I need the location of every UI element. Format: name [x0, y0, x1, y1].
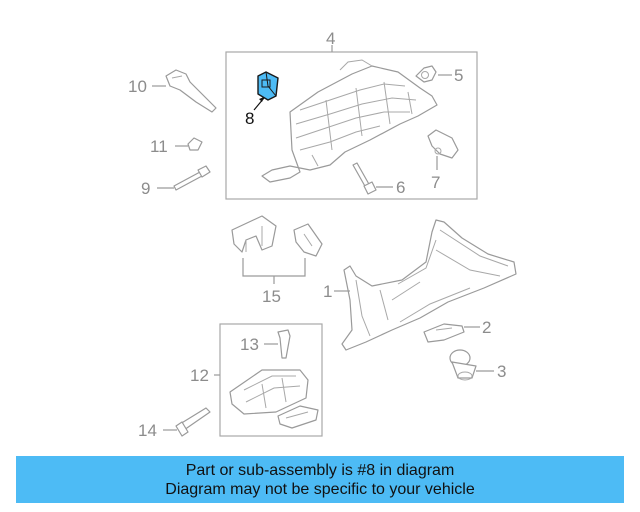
part-15-bracket-right — [293, 223, 323, 257]
part-7-cover — [427, 129, 459, 159]
callout-8[interactable]: 8 — [245, 109, 254, 128]
callout-11[interactable]: 11 — [150, 137, 168, 156]
part-6-screw — [352, 162, 377, 195]
callout-13[interactable]: 13 — [240, 335, 259, 354]
callout-2[interactable]: 2 — [482, 318, 491, 337]
callout-7[interactable]: 7 — [431, 173, 440, 192]
part-11-bolt — [187, 137, 203, 151]
part-9-rod — [173, 165, 211, 191]
callout-6[interactable]: 6 — [396, 178, 405, 197]
part-3-damper — [449, 349, 477, 381]
callout-9[interactable]: 9 — [141, 179, 150, 198]
banner-line-2: Diagram may not be specific to your vehi… — [165, 481, 475, 498]
parts-diagram: 4 5 6 7 8 — [128, 29, 517, 440]
part-2-latch — [423, 323, 465, 343]
callout-4[interactable]: 4 — [326, 29, 335, 48]
group-box-4 — [225, 51, 478, 200]
callout-3[interactable]: 3 — [497, 362, 506, 381]
part-5-clip — [415, 65, 437, 83]
group-box-12 — [219, 323, 323, 437]
callout-14[interactable]: 14 — [138, 421, 157, 440]
part-15-bracket-left — [231, 215, 277, 253]
info-banner: Part or sub-assembly is #8 in diagram Di… — [16, 456, 624, 503]
callout-1[interactable]: 1 — [323, 282, 332, 301]
callout-12[interactable]: 12 — [190, 366, 209, 385]
part-8-clip-highlighted[interactable] — [257, 71, 279, 101]
part-13-pin — [277, 329, 291, 359]
part-14-bolt — [175, 407, 211, 437]
part-12-module — [229, 369, 319, 429]
part-1-glove-box-bin — [341, 219, 517, 351]
banner-line-1: Part or sub-assembly is #8 in diagram — [185, 462, 455, 479]
glove-box-housing — [261, 59, 438, 183]
callout-5[interactable]: 5 — [454, 66, 463, 85]
part-10-arm — [165, 69, 217, 113]
callout-15[interactable]: 15 — [262, 287, 281, 306]
callout-10[interactable]: 10 — [128, 77, 147, 96]
